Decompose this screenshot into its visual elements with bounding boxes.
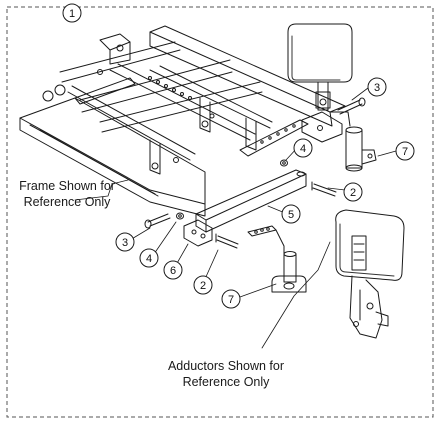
part-5-adjustment-tube — [195, 169, 307, 233]
figure-number-circle: 1 — [62, 3, 82, 23]
callout-7-upper: 7 — [395, 141, 415, 161]
svg-text:4: 4 — [146, 253, 152, 265]
svg-text:3: 3 — [374, 82, 380, 94]
svg-text:7: 7 — [402, 146, 408, 158]
callout-3-lower: 3 — [115, 232, 135, 252]
callout-2-lower: 2 — [193, 275, 213, 295]
upper-adductor-pad — [287, 23, 353, 127]
part-2-upper-pin — [311, 181, 337, 197]
svg-text:2: 2 — [350, 187, 356, 199]
part-2-lower-pin — [215, 233, 239, 249]
dashed-border — [6, 6, 434, 418]
callout-7-lower: 7 — [221, 289, 241, 309]
part-6-bracket — [183, 219, 213, 247]
frame-note-line-2: Reference Only — [23, 195, 111, 209]
callout-4-lower: 4 — [139, 248, 159, 268]
frame-reference-note: Frame Shown for Reference Only — [18, 178, 116, 210]
callout-3-upper: 3 — [367, 77, 387, 97]
svg-text:3: 3 — [122, 237, 128, 249]
lower-adductor-pad — [335, 209, 405, 339]
part-3-lower-screw — [144, 213, 171, 229]
adductors-note-line-1: Adductors Shown for — [167, 359, 285, 373]
callout-5: 5 — [281, 204, 301, 224]
adductors-note-line-2: Reference Only — [182, 375, 270, 389]
part-4-upper-washer — [280, 159, 288, 167]
callout-4-upper: 4 — [293, 138, 313, 158]
svg-text:6: 6 — [170, 265, 176, 277]
figure-number: 1 — [69, 8, 75, 20]
callout-6: 6 — [163, 260, 183, 280]
adductors-reference-note: Adductors Shown for Reference Only — [160, 358, 292, 390]
svg-text:4: 4 — [300, 143, 306, 155]
callout-2-upper: 2 — [343, 182, 363, 202]
svg-text:2: 2 — [200, 280, 206, 292]
frame-assembly — [19, 25, 346, 217]
part-4-lower-washer — [176, 212, 184, 220]
svg-text:5: 5 — [288, 209, 294, 221]
part-7-upper-clamp — [345, 126, 377, 172]
svg-text:7: 7 — [228, 294, 234, 306]
part-7-lower-support — [247, 225, 307, 293]
part-3-upper-screw — [337, 97, 366, 115]
frame-note-line-1: Frame Shown for — [19, 179, 115, 193]
